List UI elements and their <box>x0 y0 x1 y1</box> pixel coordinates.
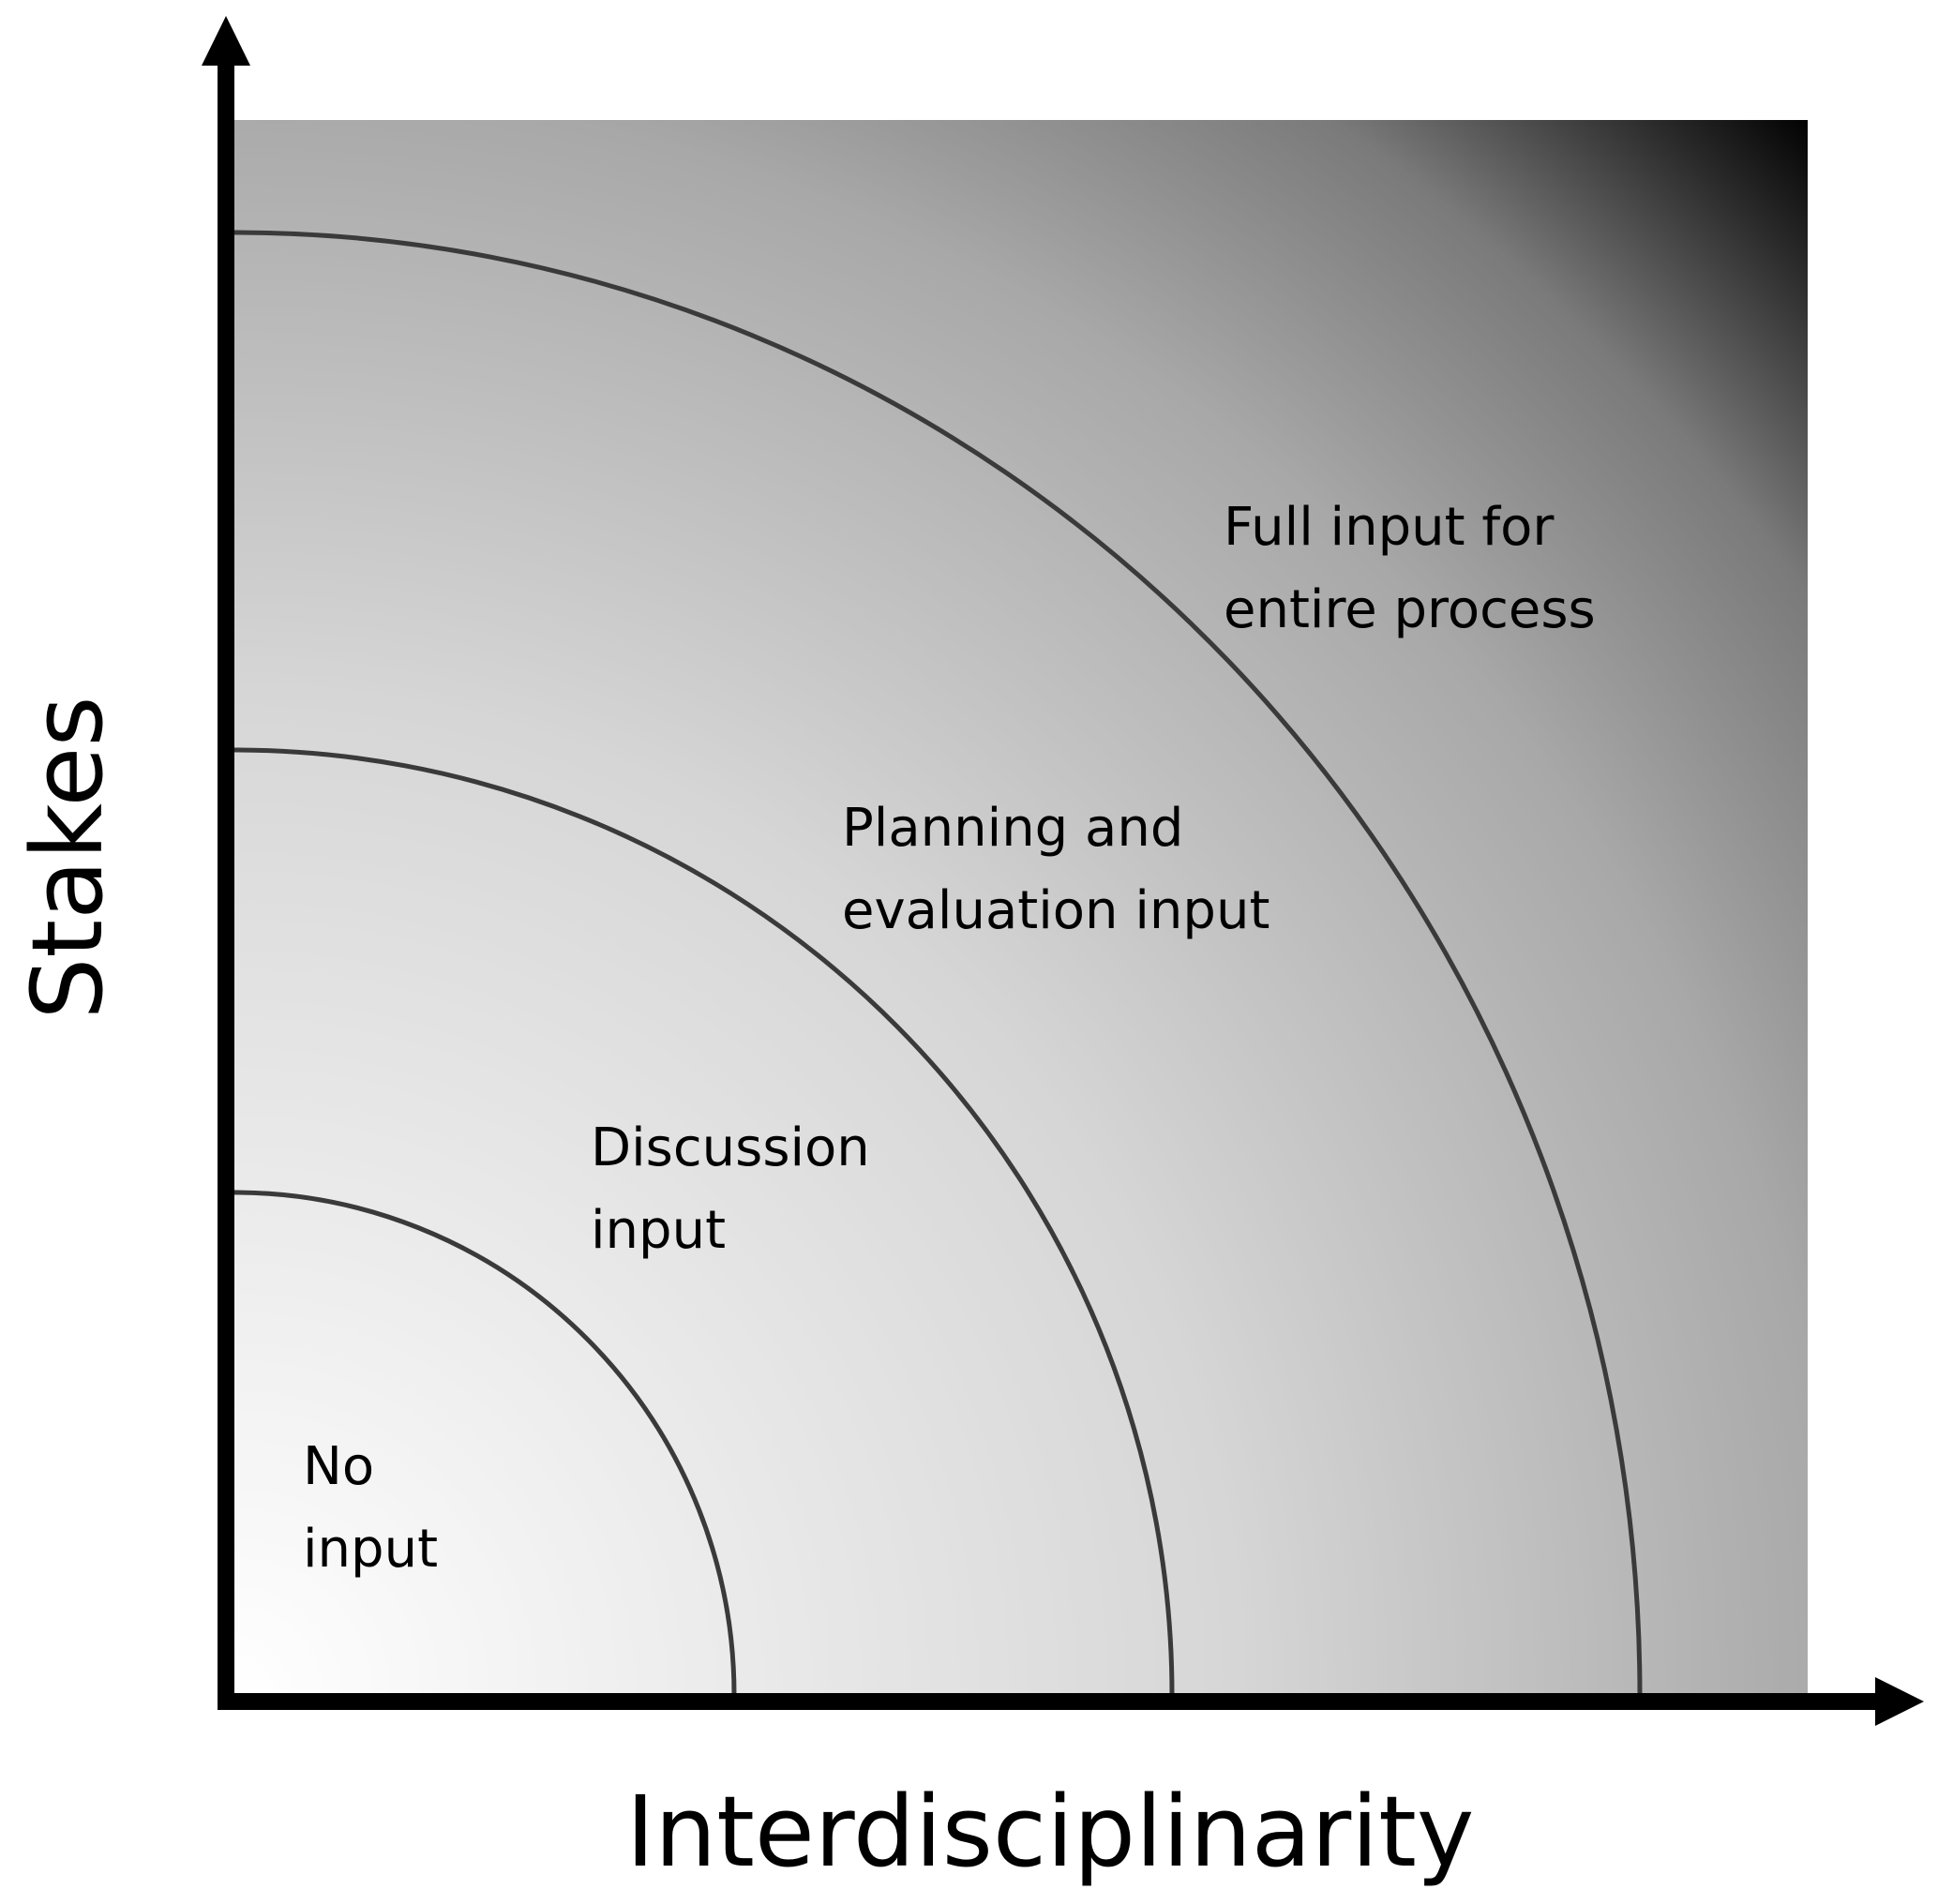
arc-discussion-boundary <box>233 747 1175 1696</box>
label-full-line1: Full input for <box>1224 497 1555 558</box>
label-no-input-line2: input <box>303 1519 438 1580</box>
x-axis-arrowhead-icon <box>1875 1677 1924 1726</box>
label-planning-evaluation: Planning and evaluation input <box>842 798 1269 941</box>
gradient-background <box>234 120 1808 1697</box>
label-no-input: No input <box>303 1436 438 1580</box>
label-discussion-line2: input <box>591 1200 726 1261</box>
label-discussion-input: Discussion input <box>591 1117 887 1261</box>
arc-planning-boundary <box>233 230 1643 1696</box>
y-axis-title: Stakes <box>10 696 125 1019</box>
arc-no-input-boundary <box>233 1190 737 1696</box>
label-planning-line2: evaluation input <box>842 880 1269 941</box>
y-axis-arrowhead-icon <box>202 16 250 66</box>
x-axis-title: Interdisciplinarity <box>626 1775 1475 1889</box>
label-planning-line1: Planning and <box>842 798 1183 859</box>
label-full-input: Full input for entire process <box>1224 497 1596 640</box>
label-no-input-line1: No <box>303 1436 374 1497</box>
label-full-line2: entire process <box>1224 579 1596 640</box>
label-discussion-line1: Discussion <box>591 1117 870 1178</box>
